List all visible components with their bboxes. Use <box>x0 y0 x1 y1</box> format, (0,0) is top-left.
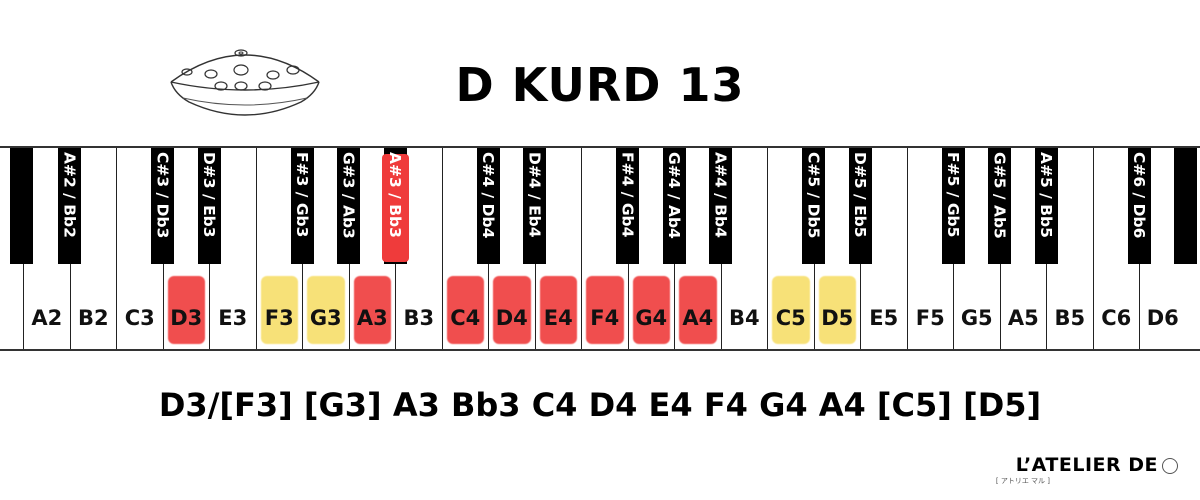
scale-notes: D3/[F3] [G3] A3 Bb3 C4 D4 E4 F4 G4 A4 [C… <box>158 386 1042 424</box>
black-key[interactable]: C#6 / Db6 <box>1127 146 1151 264</box>
keyboard-top-edge <box>0 146 1200 148</box>
black-key-label: C#5 / Db5 <box>804 152 823 239</box>
note-highlight <box>381 154 409 262</box>
white-key-label: D5 <box>821 306 854 330</box>
black-key[interactable]: A#2 / Bb2 <box>58 146 81 264</box>
black-key[interactable]: G#3 / Ab3 <box>337 146 360 264</box>
black-key-label: F#5 / Gb5 <box>944 152 962 238</box>
black-key[interactable]: A#4 / Bb4 <box>709 146 732 264</box>
black-key-label: G#3 / Ab3 <box>339 152 358 239</box>
black-key-label: F#3 / Gb3 <box>293 152 311 238</box>
white-key-label: B5 <box>1054 306 1086 330</box>
black-key-label: D#4 / Eb4 <box>525 152 544 238</box>
black-key[interactable]: F#4 / Gb4 <box>616 146 639 264</box>
white-key-label: F3 <box>264 306 294 330</box>
keyboard-bottom-edge <box>0 349 1200 351</box>
white-key-label: F5 <box>915 306 945 330</box>
white-key-label: D3 <box>170 306 203 330</box>
page-title: D KURD 13 <box>455 58 745 112</box>
white-key-label: C5 <box>775 306 806 330</box>
black-key-label: F#4 / Gb4 <box>618 152 637 238</box>
black-key-label: D#3 / Eb3 <box>200 152 218 238</box>
black-key[interactable]: C#4 / Db4 <box>476 146 500 264</box>
white-key-label: A3 <box>356 306 388 330</box>
white-key-label: A4 <box>682 306 714 330</box>
black-key-label: C#6 / Db6 <box>1130 152 1148 239</box>
black-key[interactable]: D#4 / Eb4 <box>523 146 546 264</box>
white-key-label: D4 <box>495 306 528 330</box>
black-key[interactable]: D#5 / Eb5 <box>848 146 872 264</box>
white-key-label: E4 <box>543 306 573 330</box>
black-key-label: G#4 / Ab4 <box>665 152 683 239</box>
note-highlight <box>167 276 205 344</box>
black-key[interactable] <box>10 146 33 264</box>
black-key[interactable]: C#5 / Db5 <box>802 146 825 264</box>
black-key-label: D#5 / Eb5 <box>851 152 869 238</box>
black-key[interactable]: F#5 / Gb5 <box>941 146 965 264</box>
white-key-label: D6 <box>1146 306 1179 330</box>
black-key-label: C#3 / Db3 <box>153 152 172 239</box>
brand-logo: L’ATELIER DE <box>1016 454 1178 476</box>
handpan-icon <box>170 49 320 116</box>
white-key-label: A5 <box>1007 306 1039 330</box>
black-key-label: A#4 / Bb4 <box>711 152 730 238</box>
black-key-label: G#5 / Ab5 <box>990 152 1009 239</box>
black-key[interactable]: D#3 / Eb3 <box>197 146 221 264</box>
white-key-label: G4 <box>635 306 668 330</box>
black-key-label: A#5 / Bb5 <box>1037 152 1055 238</box>
black-key[interactable]: G#5 / Ab5 <box>988 146 1011 264</box>
circle-icon <box>1162 457 1178 474</box>
white-key-label: B2 <box>77 306 109 330</box>
note-highlight <box>539 276 577 344</box>
black-key[interactable]: A#5 / Bb5 <box>1034 146 1058 264</box>
white-key-label: G5 <box>960 306 993 330</box>
note-highlight <box>632 276 670 344</box>
white-key-label: B3 <box>403 306 435 330</box>
white-key-label: G3 <box>309 306 342 330</box>
black-key[interactable] <box>1174 146 1197 264</box>
white-key-label: E5 <box>869 306 899 330</box>
black-key-label: A#3 / Bb3 <box>386 152 404 238</box>
black-key-label: C#4 / Db4 <box>479 152 497 239</box>
note-highlight <box>493 276 531 344</box>
white-key-label: E3 <box>218 306 248 330</box>
note-highlight <box>586 276 624 344</box>
note-highlight <box>446 276 484 344</box>
black-key[interactable]: G#4 / Ab4 <box>662 146 686 264</box>
note-highlight <box>679 276 717 344</box>
black-key[interactable]: F#3 / Gb3 <box>290 146 314 264</box>
white-key-label: A2 <box>31 306 63 330</box>
note-highlight <box>772 276 810 344</box>
note-highlight <box>307 276 345 344</box>
black-key[interactable]: A#3 / Bb3 <box>381 146 409 264</box>
white-key-label: C6 <box>1101 306 1132 330</box>
note-highlight <box>353 276 391 344</box>
brand-name: L’ATELIER DE <box>1015 454 1158 476</box>
brand-subtitle: [ アトリエ マル ] <box>995 477 1050 485</box>
note-highlight <box>260 276 298 344</box>
black-key[interactable]: C#3 / Db3 <box>151 146 174 264</box>
note-highlight <box>818 276 856 344</box>
black-key-label: A#2 / Bb2 <box>60 152 79 238</box>
white-key-label: C3 <box>124 306 155 330</box>
white-key-label: C4 <box>450 306 481 330</box>
white-key-label: F4 <box>590 306 620 330</box>
white-key-label: B4 <box>728 306 760 330</box>
piano-keyboard: A2 B2 C3 D3 E3 F3 G3 A3 B3 C4 D4 E4 F4 G4 A4 B4 C5 D5 E5 F5… <box>0 146 1200 352</box>
